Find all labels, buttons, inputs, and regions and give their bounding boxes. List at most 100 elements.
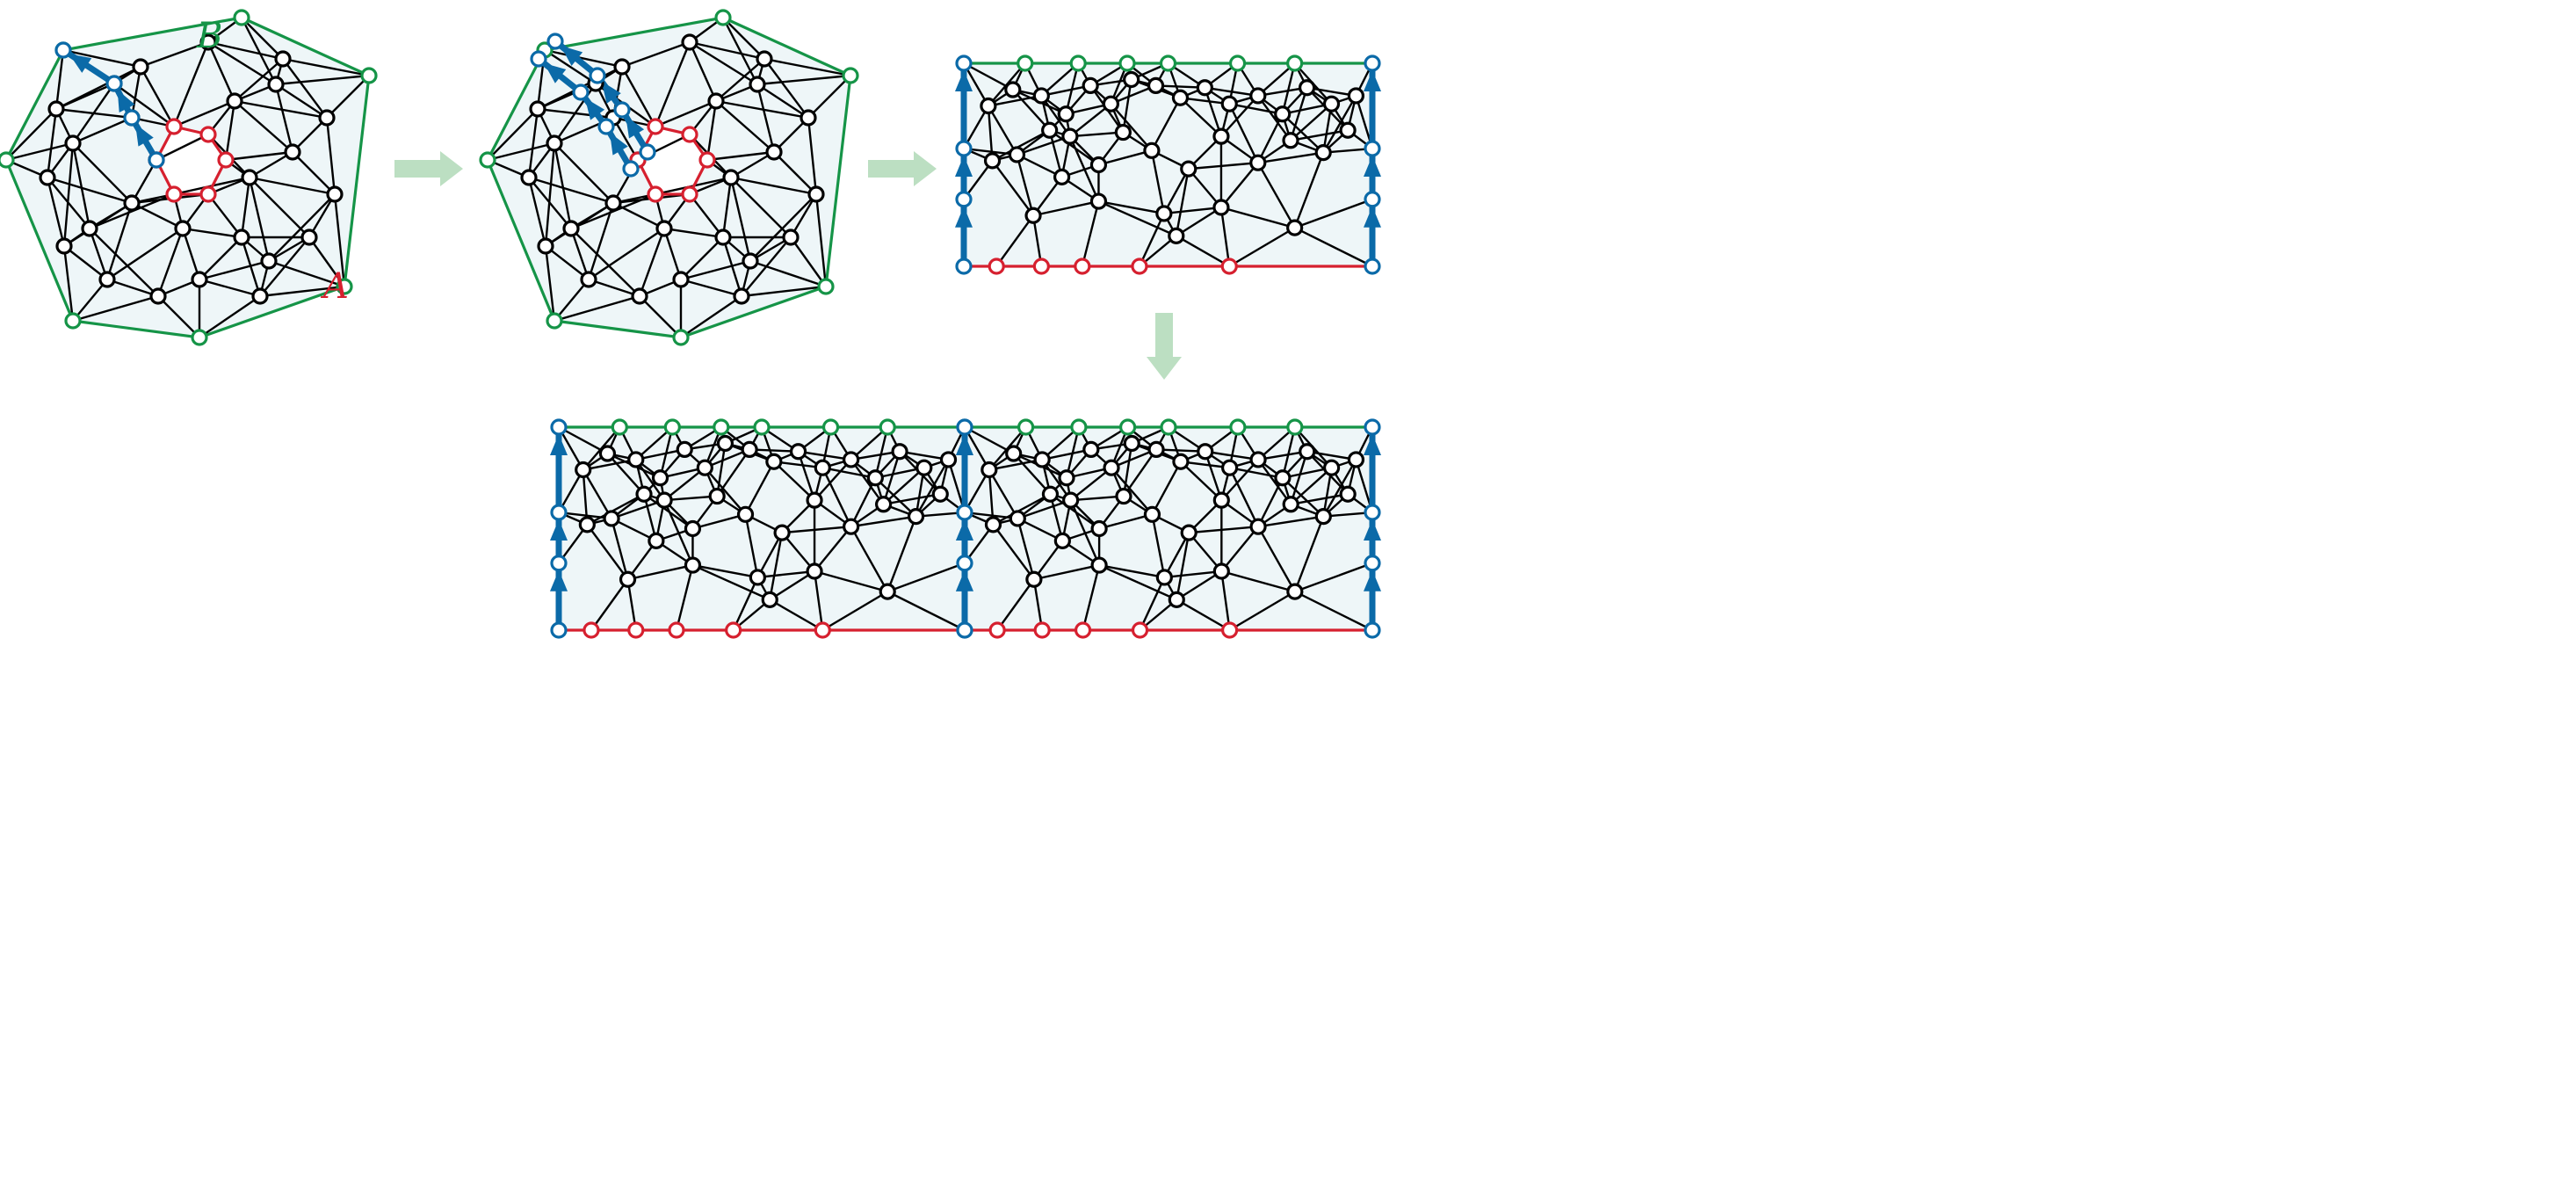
cut-arrowhead (550, 519, 568, 541)
cut-arrowhead (956, 434, 973, 455)
mesh-vertex (866, 469, 884, 487)
mesh-edge (729, 176, 792, 239)
mesh-edge (789, 236, 828, 288)
mesh-edge (71, 141, 91, 230)
outer-vertex (714, 9, 732, 26)
cut-vertex (1364, 504, 1381, 521)
mesh-edge (1068, 102, 1112, 138)
mesh-edge (662, 498, 694, 567)
mesh-edge (886, 515, 917, 593)
mesh-vertex (1090, 556, 1108, 574)
mesh-edge (1068, 131, 1125, 138)
mesh-edge (679, 294, 743, 339)
mesh-edge (620, 40, 691, 69)
inner-vertex (814, 621, 831, 639)
mesh-edge (258, 236, 311, 298)
mesh-vertex (1171, 89, 1190, 106)
mesh-edge (756, 83, 776, 154)
mesh-vertex (843, 451, 860, 468)
mesh-vertex (174, 220, 192, 237)
mesh-edge (679, 236, 725, 281)
mesh-vertex (1298, 79, 1316, 97)
outer-vertex (821, 418, 840, 436)
mesh-edge (850, 515, 917, 528)
mesh-edge (763, 57, 810, 120)
mesh-edge (769, 570, 816, 601)
cut-arrowhead (626, 115, 645, 139)
mesh-edge (821, 467, 852, 528)
inner-vertex (1220, 258, 1238, 275)
mesh-edge (1175, 167, 1190, 237)
mesh-vertex (251, 287, 269, 305)
cut-vertex (955, 191, 973, 208)
cut-vertex (1364, 418, 1381, 436)
mesh-edge (1228, 102, 1260, 164)
mesh-edge (1187, 525, 1260, 534)
mesh-edge (662, 495, 719, 502)
mesh-edge (662, 227, 683, 281)
mesh-vertex (807, 185, 825, 203)
mesh-edge (756, 74, 852, 86)
cut-vertex (955, 140, 973, 157)
mesh-edge (1228, 226, 1296, 268)
mesh-vertex (672, 271, 690, 288)
mesh-edge (821, 590, 889, 632)
mesh-vertex (648, 532, 665, 549)
mesh-edge (1281, 112, 1325, 154)
mesh-vertex (631, 287, 648, 305)
mesh-edge (638, 294, 683, 339)
mesh-edge (590, 578, 629, 632)
mesh-edge (274, 74, 371, 86)
mesh-edge (1228, 467, 1260, 528)
inner-vertex (1131, 621, 1149, 639)
mesh-vertex (1212, 491, 1230, 509)
mesh-vertex (733, 287, 750, 305)
mesh-vertex (749, 76, 766, 93)
mesh-edge (769, 531, 784, 601)
mesh-vertex (1299, 443, 1316, 461)
mesh-vertex (575, 461, 592, 479)
mesh-edge (569, 227, 641, 298)
mesh-edge (1281, 476, 1325, 518)
outer-vertex (1286, 418, 1304, 436)
mesh-edge (130, 201, 185, 230)
mesh-vertex (1058, 469, 1075, 487)
mesh-vertex (1147, 76, 1165, 95)
mesh-edge (1017, 517, 1036, 581)
mesh-edge (62, 244, 109, 281)
mesh-vertex (520, 169, 538, 186)
mesh-edge (1097, 563, 1178, 601)
mesh-edge (105, 201, 134, 281)
cut-arrowhead (550, 434, 568, 455)
mesh-vertex (284, 143, 301, 161)
mesh-edge (1082, 563, 1101, 632)
mesh-edge (553, 141, 615, 205)
mesh-vertex (1197, 443, 1214, 461)
mesh-edge (233, 99, 329, 120)
mesh-vertex (874, 496, 893, 513)
mesh-edge (662, 227, 725, 239)
cut-arrowhead (955, 70, 973, 91)
mesh-vertex (635, 485, 653, 503)
mesh-vertex (722, 169, 740, 186)
inner-vertex (1074, 258, 1091, 275)
mesh-edge (181, 227, 243, 239)
mesh-edge (729, 176, 752, 263)
mesh-edge (1069, 495, 1125, 502)
mesh-edge (1220, 458, 1260, 502)
cut-arrowhead (1364, 434, 1381, 455)
mesh-edge (620, 65, 657, 128)
mesh-vertex (684, 556, 702, 574)
mesh-vertex (300, 229, 318, 246)
mesh-vertex (891, 443, 908, 461)
mesh-vertex (655, 220, 673, 237)
mesh-edge (610, 517, 629, 581)
outer-vertex (479, 151, 496, 169)
inner-vertex (165, 185, 183, 203)
mesh-edge (1322, 458, 1357, 518)
mesh-vertex (1168, 227, 1185, 244)
mesh-vertex (619, 570, 637, 588)
mesh-edge (139, 40, 210, 69)
mesh-edge (1162, 167, 1190, 215)
mesh-edge (797, 450, 852, 461)
